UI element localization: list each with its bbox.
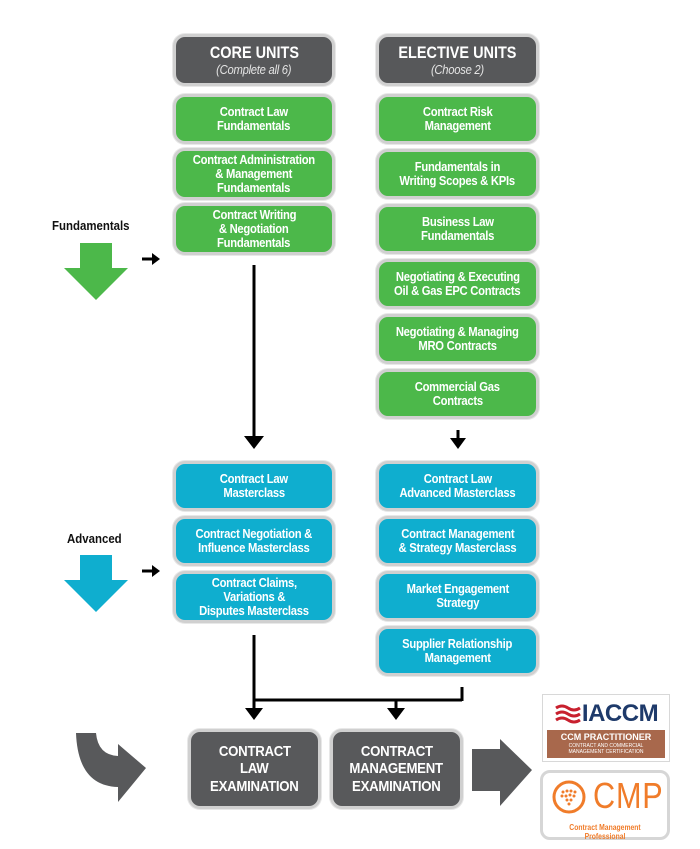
unit-line: Disputes Masterclass: [199, 604, 309, 618]
iaccm-ribbon: CCM PRACTITIONER CONTRACT AND COMMERCIAL…: [547, 730, 665, 758]
unit-market-engagement-strategy[interactable]: Market Engagement Strategy: [376, 571, 539, 621]
unit-contract-law-advanced-masterclass[interactable]: Contract Law Advanced Masterclass: [376, 461, 539, 511]
unit-contract-law-masterclass[interactable]: Contract Law Masterclass: [173, 461, 335, 511]
right-arrow-to-certification-icon: [472, 739, 532, 806]
iaccm-certification-logo: IACCM CCM PRACTITIONER CONTRACT AND COMM…: [542, 694, 670, 762]
unit-line: Business Law: [421, 215, 494, 229]
unit-contract-claims-variations-disputes-masterclass[interactable]: Contract Claims, Variations & Disputes M…: [173, 571, 335, 623]
unit-business-law-fundamentals[interactable]: Business Law Fundamentals: [376, 204, 539, 254]
unit-negotiating-executing-epc-contracts[interactable]: Negotiating & Executing Oil & Gas EPC Co…: [376, 259, 539, 309]
unit-line: Negotiating & Executing: [395, 270, 520, 284]
contract-management-examination[interactable]: CONTRACT MANAGEMENT EXAMINATION: [330, 729, 463, 809]
unit-line: Oil & Gas EPC Contracts: [394, 284, 521, 298]
unit-supplier-relationship-management[interactable]: Supplier Relationship Management: [376, 626, 539, 676]
unit-line: Contracts: [432, 394, 483, 408]
unit-line: Contract Administration: [192, 153, 316, 167]
exam-line: MANAGEMENT: [349, 760, 444, 778]
advanced-label: Advanced: [67, 531, 122, 546]
unit-negotiating-managing-mro-contracts[interactable]: Negotiating & Managing MRO Contracts: [376, 314, 539, 364]
unit-line: Fundamentals: [217, 181, 291, 195]
exam-line: CONTRACT: [218, 743, 291, 761]
unit-contract-negotiation-influence-masterclass[interactable]: Contract Negotiation & Influence Masterc…: [173, 516, 335, 566]
unit-line: Variations &: [223, 590, 285, 604]
iaccm-title: CCM PRACTITIONER: [560, 732, 652, 742]
unit-line: Commercial Gas: [414, 380, 501, 394]
contract-law-examination[interactable]: CONTRACT LAW EXAMINATION: [188, 729, 321, 809]
unit-line: Contract Negotiation &: [195, 527, 313, 541]
unit-line: Contract Management: [400, 527, 515, 541]
advanced-right-arrow-icon: [142, 565, 160, 577]
unit-line: Contract Law: [219, 472, 289, 486]
unit-contract-law-fundamentals[interactable]: Contract Law Fundamentals: [173, 94, 335, 144]
elective-down-connector: [450, 430, 466, 449]
unit-contract-administration-management-fundamentals[interactable]: Contract Administration & Management Fun…: [173, 148, 335, 200]
unit-line: MRO Contracts: [418, 339, 497, 353]
cmp-brand-text: CMP: [593, 775, 664, 816]
unit-commercial-gas-contracts[interactable]: Commercial Gas Contracts: [376, 369, 539, 419]
unit-line: Contract Law: [423, 472, 492, 486]
iaccm-waves-icon: [555, 704, 581, 724]
unit-line: & Strategy Masterclass: [398, 541, 517, 555]
unit-contract-risk-management[interactable]: Contract Risk Management: [376, 94, 539, 144]
iaccm-line1: CONTRACT AND COMMERCIAL: [568, 743, 644, 749]
unit-line: Influence Masterclass: [198, 541, 310, 555]
unit-line: Contract Claims,: [211, 576, 297, 590]
advanced-down-arrow-icon: [64, 555, 128, 612]
unit-line: Contract Risk: [422, 105, 493, 119]
unit-line: Management: [424, 119, 491, 133]
unit-contract-management-strategy-masterclass[interactable]: Contract Management & Strategy Mastercla…: [376, 516, 539, 566]
unit-line: Supplier Relationship: [402, 637, 513, 651]
unit-line: Fundamentals in: [414, 160, 501, 174]
cmp-certification-logo: CMP Contract Management Professional: [540, 770, 670, 841]
exam-line: EXAMINATION: [352, 777, 441, 795]
exam-line: EXAMINATION: [210, 777, 299, 795]
unit-line: Strategy: [436, 596, 479, 610]
unit-line: & Management: [215, 167, 293, 181]
cmp-tagline: Contract Management Professional: [569, 823, 641, 841]
iaccm-line2: MANAGEMENT CERTIFICATION: [568, 749, 644, 755]
fundamentals-down-arrow-icon: [64, 243, 128, 300]
exam-line: CONTRACT: [360, 743, 433, 761]
unit-line: Management: [424, 651, 491, 665]
core-down-connector: [244, 265, 264, 449]
unit-line: Advanced Masterclass: [399, 486, 516, 500]
unit-line: Market Engagement: [406, 582, 509, 596]
unit-line: Masterclass: [223, 486, 285, 500]
exam-connectors: [245, 635, 464, 720]
iaccm-brand-text: IACCM: [581, 700, 659, 727]
exam-line: LAW: [240, 760, 269, 778]
unit-line: Fundamentals: [217, 236, 291, 250]
fundamentals-label: Fundamentals: [52, 218, 130, 233]
elective-units-header: ELECTIVE UNITS (Choose 2): [376, 34, 539, 86]
unit-line: Contract Law: [219, 105, 289, 119]
core-units-header: CORE UNITS (Complete all 6): [173, 34, 335, 86]
iaccm-brand: IACCM: [547, 699, 665, 729]
core-units-title: CORE UNITS: [209, 43, 299, 63]
core-units-subtitle: (Complete all 6): [216, 62, 292, 77]
fundamentals-right-arrow-icon: [142, 253, 160, 265]
unit-line: & Negotiation: [219, 222, 289, 236]
unit-line: Fundamentals: [420, 229, 495, 243]
cmp-globe-icon: [552, 780, 586, 814]
unit-line: Negotiating & Managing: [396, 325, 519, 339]
unit-fundamentals-writing-scopes-kpis[interactable]: Fundamentals in Writing Scopes & KPIs: [376, 149, 539, 199]
unit-line: Contract Writing: [212, 208, 296, 222]
unit-line: Writing Scopes & KPIs: [399, 174, 516, 188]
unit-contract-writing-negotiation-fundamentals[interactable]: Contract Writing & Negotiation Fundament…: [173, 203, 335, 255]
elective-units-subtitle: (Choose 2): [431, 62, 484, 77]
unit-line: Fundamentals: [217, 119, 291, 133]
curved-arrow-icon: [76, 733, 146, 802]
elective-units-title: ELECTIVE UNITS: [398, 43, 517, 63]
